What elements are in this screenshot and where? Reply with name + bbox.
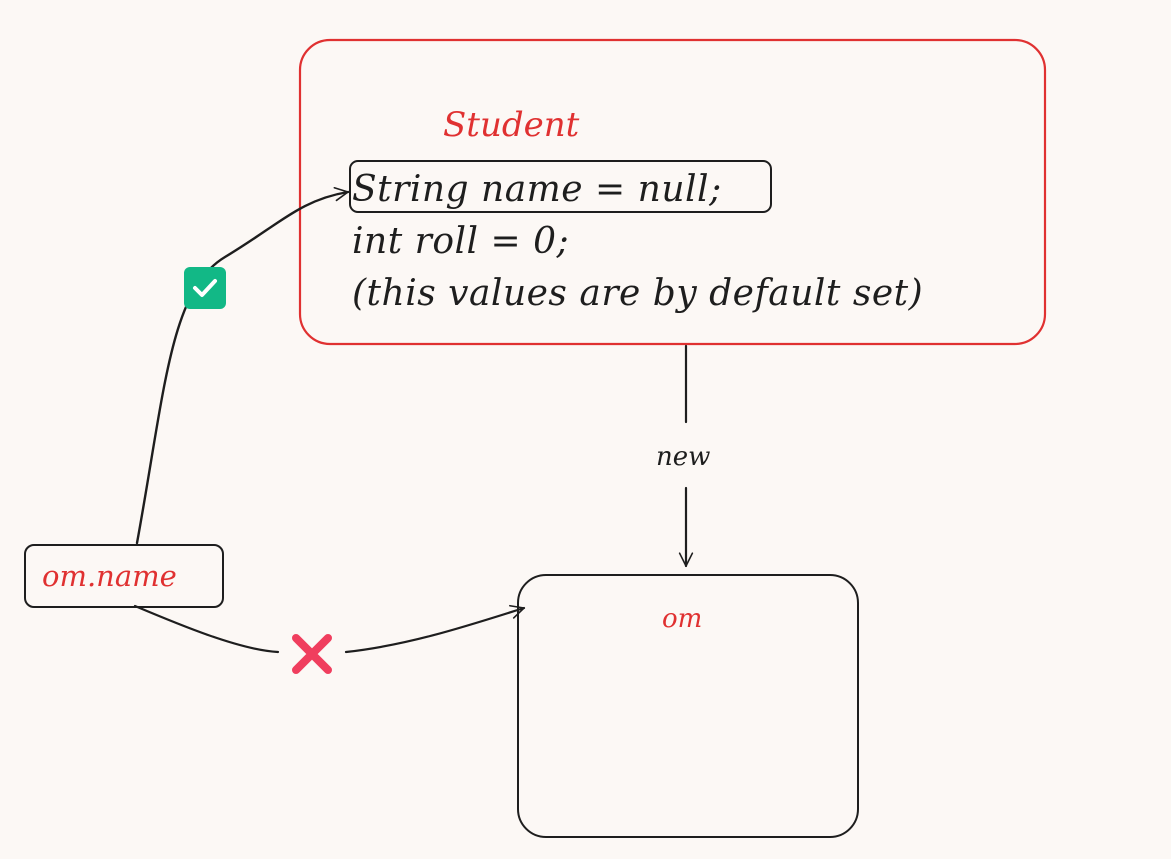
invalid-access-arrow-start [133,604,280,654]
field-roll-line: int roll = 0; [352,221,570,262]
new-arrow-label: new [652,442,715,472]
reference-box [24,544,224,608]
check-icon [184,267,226,309]
object-box [517,574,859,838]
class-title: Student [443,105,580,145]
field-name-line: String name = null; [352,169,722,210]
valid-access-arrow [135,186,350,545]
student-class-box [298,38,1047,346]
reference-label: om.name [42,559,177,593]
cross-icon [288,630,336,678]
default-note-line: (this values are by default set) [352,273,924,314]
invalid-access-arrow-end [344,604,526,654]
object-label: om [662,604,703,634]
name-field-highlight [349,160,772,213]
